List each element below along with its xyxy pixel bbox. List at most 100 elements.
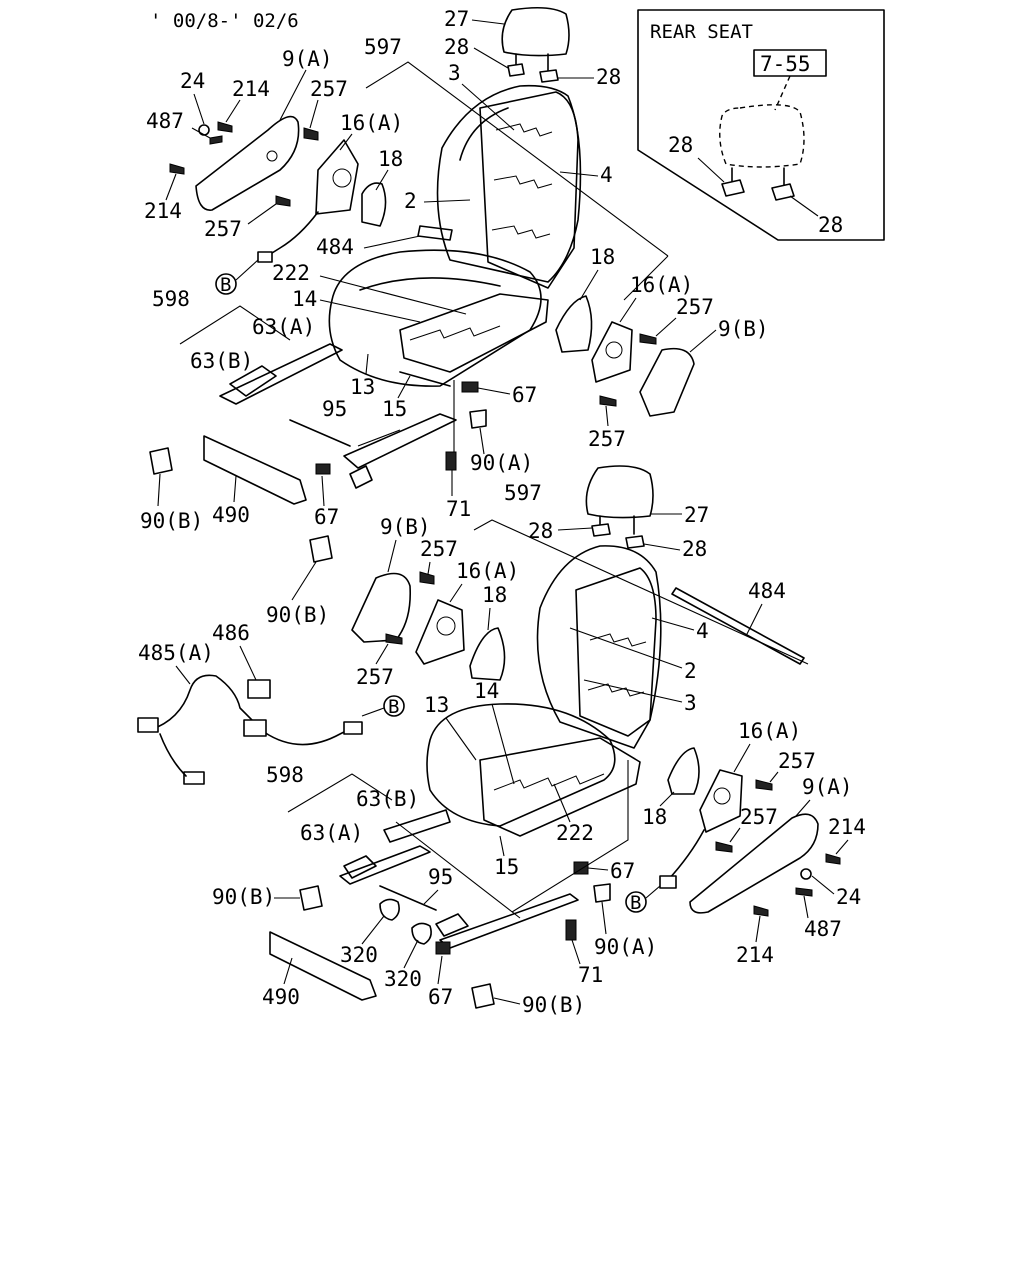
seatback-pad-contour	[459, 107, 509, 161]
part-label: 3	[448, 61, 461, 85]
part-label: 2	[684, 659, 697, 683]
part-label: 9(B)	[380, 515, 431, 539]
cover-18-icon	[555, 295, 593, 353]
recliner-cable	[667, 829, 705, 881]
group-597-bracket	[365, 61, 669, 257]
leader-line	[557, 527, 593, 531]
ref-box-label[interactable]: 7-55	[760, 52, 811, 76]
part-label: 14	[292, 287, 317, 311]
leader-line	[165, 173, 177, 201]
part-label: 490	[212, 503, 250, 527]
connector-icon	[183, 771, 205, 785]
leader-line	[375, 169, 389, 191]
nut-24-icon	[198, 124, 210, 136]
cover-18-icon	[361, 182, 387, 227]
part-label: 15	[382, 397, 407, 421]
seatback-frame-icon	[575, 567, 657, 737]
clip-90a-icon	[469, 409, 487, 429]
leader-line	[559, 171, 599, 177]
seatback-springs	[587, 633, 647, 697]
harness-485a-icon	[149, 674, 353, 746]
leader-line	[157, 473, 161, 507]
recliner-16a-icon	[591, 321, 633, 383]
bolt-257-icon	[303, 127, 319, 141]
leader-line	[491, 703, 515, 785]
leader-line	[553, 783, 571, 823]
nut-24-icon	[800, 868, 812, 880]
leader-line	[601, 901, 607, 935]
rear-seat-inset: REAR SEAT 7-55 28 28	[637, 9, 885, 241]
cushion-frame-icon	[399, 293, 549, 373]
part-label: 4	[696, 619, 709, 643]
part-label: 16(A)	[456, 559, 519, 583]
part-label: 27	[444, 7, 469, 31]
leader-line	[319, 299, 421, 323]
leader-line	[423, 199, 471, 203]
leader-line	[477, 387, 511, 395]
date-range-label: ' 00/8-' 02/6	[150, 10, 299, 32]
leader-line	[811, 875, 835, 895]
leader-line	[605, 405, 609, 427]
leader-line	[357, 429, 401, 447]
part-label: 484	[748, 579, 786, 603]
power-motor-icon	[435, 913, 469, 937]
leader-line	[321, 475, 325, 507]
leader-line	[487, 607, 491, 631]
part-label: 28	[682, 537, 707, 561]
leader-line	[175, 665, 191, 685]
bolt-257-icon	[385, 633, 403, 645]
part-label: 598	[152, 287, 190, 311]
leader-line	[319, 275, 467, 315]
leader-line	[655, 317, 677, 337]
leader-line	[239, 645, 257, 681]
leader-line	[363, 235, 421, 249]
leader-line	[283, 957, 293, 985]
leader-line	[397, 375, 411, 399]
trim-490-icon	[203, 435, 307, 505]
rear-guide-left-icon	[721, 179, 745, 197]
part-label: 257	[420, 537, 458, 561]
power-motor-icon	[229, 365, 277, 397]
leader-line	[387, 539, 397, 573]
leader-line	[643, 543, 681, 551]
part-label: 598	[266, 763, 304, 787]
bolt-67-icon	[461, 381, 479, 393]
recliner-16a-icon	[415, 599, 465, 665]
part-label: 27	[684, 503, 709, 527]
power-motor-icon	[343, 855, 377, 879]
part-label: 90(B)	[212, 885, 275, 909]
bolt-67-icon	[315, 463, 331, 475]
part-label: 63(A)	[252, 315, 315, 339]
leader-line	[291, 561, 317, 601]
bolt-67-icon	[435, 941, 451, 955]
leader-line	[493, 997, 521, 1005]
part-label: 214	[828, 815, 866, 839]
leader-line	[619, 297, 637, 323]
group-598-bracket	[179, 305, 291, 345]
cover-18-icon	[667, 747, 700, 795]
rail-63a-icon	[343, 413, 457, 469]
connector-icon	[343, 721, 363, 735]
part-label: 320	[340, 943, 378, 967]
leader-line	[403, 939, 419, 969]
leader-line	[571, 939, 581, 965]
part-label: 9(B)	[718, 317, 769, 341]
leader-line	[193, 93, 205, 125]
recliner-cover-9a-icon	[689, 813, 819, 914]
part-label: 90(B)	[522, 993, 585, 1017]
part-label: 63(B)	[190, 349, 253, 373]
part-label: 28	[668, 133, 693, 157]
part-label: 222	[556, 821, 594, 845]
leader-line	[729, 827, 741, 843]
bolt-71-icon	[565, 919, 577, 941]
leader-line	[499, 835, 505, 857]
group-597-bracket	[473, 519, 809, 665]
part-label: 257	[588, 427, 626, 451]
recliner-16a-icon	[315, 139, 359, 215]
leader-line	[461, 83, 515, 131]
upper-labels: 27 28 28 3 597 9(A) 24 214 257 16(A) 487…	[140, 7, 769, 533]
part-label: 597	[504, 481, 542, 505]
seatback-springs	[491, 123, 553, 239]
headrest-guide-icon	[507, 63, 525, 77]
connector-icon	[659, 875, 677, 889]
